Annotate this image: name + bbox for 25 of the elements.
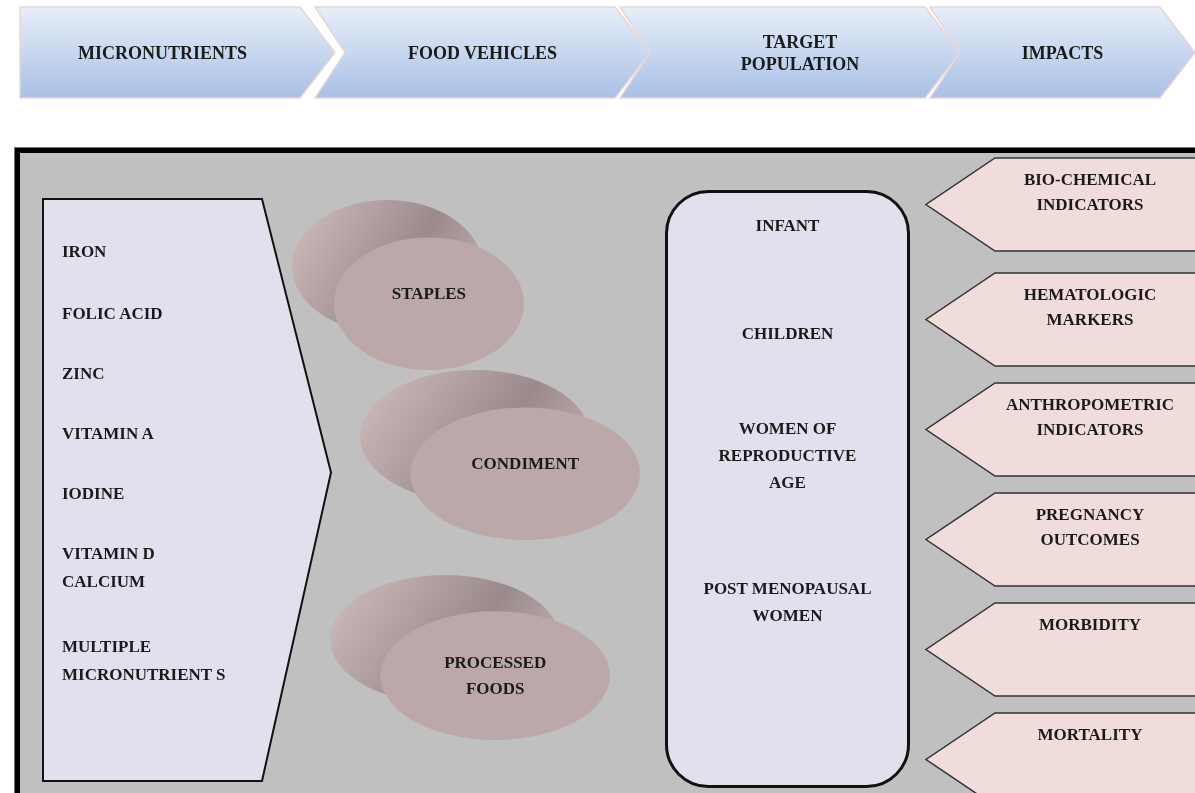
item-label: ANTHROPOMETRIC INDICATORS <box>1004 394 1176 441</box>
stage-label: MICRONUTRIENTS <box>77 41 248 64</box>
item-label: WOMEN OF REPRODUCTIVE AGE <box>717 418 858 494</box>
item-label: VITAMIN D CALCIUM <box>62 543 156 593</box>
stage-label: IMPACTS <box>1020 41 1105 64</box>
item-label: POST MENOPAUSAL WOMEN <box>702 578 873 627</box>
item-label: PROCESSED FOODS <box>443 651 548 700</box>
stage-label: TARGET POPULATION <box>739 30 861 75</box>
item-label: STAPLES <box>390 283 468 306</box>
stage-label: FOOD VEHICLES <box>406 41 559 64</box>
item-label: CHILDREN <box>740 323 835 345</box>
item-label: CONDIMENT <box>470 453 580 476</box>
item-label: MULTIPLE MICRONUTRIENT S <box>62 636 227 686</box>
item-label: HEMATOLOGIC MARKERS <box>1022 284 1158 331</box>
item-label: ZINC <box>62 363 106 385</box>
item-label: FOLIC ACID <box>62 303 164 325</box>
item-label: MORTALITY <box>1036 724 1144 746</box>
item-label: VITAMIN A <box>62 423 155 445</box>
item-label: MORBIDITY <box>1038 614 1142 636</box>
item-label: IODINE <box>62 483 126 505</box>
item-label: IRON <box>62 241 108 263</box>
item-label: BIO-CHEMICAL INDICATORS <box>1022 169 1158 216</box>
panel-background <box>15 148 1195 793</box>
item-label: INFANT <box>754 215 821 237</box>
item-label: PREGNANCY OUTCOMES <box>1034 504 1146 551</box>
